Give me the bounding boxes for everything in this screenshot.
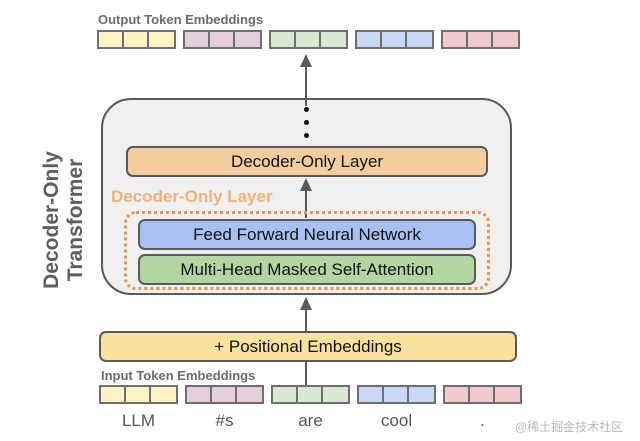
- arrow-line: [305, 190, 307, 218]
- input-token-embedding: [99, 385, 178, 404]
- expanded-layer-title: Decoder-Only Layer: [111, 187, 273, 206]
- embedding-cell: [185, 32, 210, 47]
- embedding-cell: [187, 387, 212, 402]
- embedding-cell: [99, 32, 124, 47]
- side-title-line2: Transformer: [64, 158, 87, 282]
- embedding-cell: [124, 32, 149, 47]
- embedding-cell: [409, 387, 434, 402]
- input-token-embedding: [185, 385, 264, 404]
- embedding-cell: [493, 32, 518, 47]
- embedding-cell: [212, 387, 237, 402]
- embedding-cell: [359, 387, 384, 402]
- ellipsis-dot: [304, 107, 309, 112]
- embedding-cell: [298, 387, 323, 402]
- input-token-embedding: [271, 385, 350, 404]
- output-token-row: [97, 30, 520, 49]
- embedding-cell: [495, 387, 520, 402]
- token-word: LLM: [121, 411, 156, 430]
- arrow-up-icon: [300, 178, 312, 191]
- embedding-cell: [273, 387, 298, 402]
- embedding-cell: [296, 32, 321, 47]
- embedding-cell: [470, 387, 495, 402]
- output-token-embedding: [355, 30, 434, 49]
- transformer-side-title: Decoder-Only Transformer: [40, 120, 100, 320]
- embedding-cell: [384, 387, 409, 402]
- input-embeddings-label: Input Token Embeddings: [101, 368, 256, 383]
- embedding-cell: [237, 387, 262, 402]
- embedding-cell: [321, 32, 346, 47]
- token-word: cool: [380, 411, 413, 430]
- output-token-embedding: [269, 30, 348, 49]
- embedding-cell: [443, 32, 468, 47]
- output-embeddings-label: Output Token Embeddings: [98, 12, 264, 27]
- embedding-cell: [151, 387, 176, 402]
- attention-box: Multi-Head Masked Self-Attention: [138, 254, 476, 285]
- input-token-embedding: [443, 385, 522, 404]
- embedding-cell: [210, 32, 235, 47]
- arrow-line: [305, 98, 307, 106]
- side-title-line1: Decoder-Only: [40, 151, 63, 289]
- output-token-embedding: [97, 30, 176, 49]
- embedding-cell: [101, 387, 126, 402]
- input-token-row: [99, 385, 522, 404]
- ellipsis-dot: [304, 133, 309, 138]
- input-token-embedding: [357, 385, 436, 404]
- arrow-line: [305, 309, 307, 331]
- token-word: #s: [215, 411, 234, 430]
- embedding-cell: [126, 387, 151, 402]
- token-word: are: [298, 411, 323, 430]
- embedding-cell: [357, 32, 382, 47]
- output-token-embedding: [183, 30, 262, 49]
- embedding-cell: [468, 32, 493, 47]
- embedding-cell: [407, 32, 432, 47]
- decoder-layer-detail-outline: [124, 211, 490, 290]
- arrow-line: [305, 66, 307, 98]
- positional-embeddings-box: + Positional Embeddings: [99, 331, 517, 362]
- token-word: .: [480, 411, 485, 430]
- embedding-cell: [445, 387, 470, 402]
- ffnn-box: Feed Forward Neural Network: [138, 219, 476, 250]
- embedding-cell: [271, 32, 296, 47]
- output-token-embedding: [441, 30, 520, 49]
- decoder-layer-box: Decoder-Only Layer: [126, 146, 488, 177]
- embedding-cell: [149, 32, 174, 47]
- embedding-cell: [235, 32, 260, 47]
- ellipsis-dot: [304, 120, 309, 125]
- watermark: @稀土掘金技术社区: [515, 420, 624, 434]
- arrow-up-icon: [300, 297, 312, 310]
- embedding-cell: [323, 387, 348, 402]
- embedding-cell: [382, 32, 407, 47]
- arrow-line: [305, 362, 307, 385]
- arrow-up-icon: [300, 54, 312, 67]
